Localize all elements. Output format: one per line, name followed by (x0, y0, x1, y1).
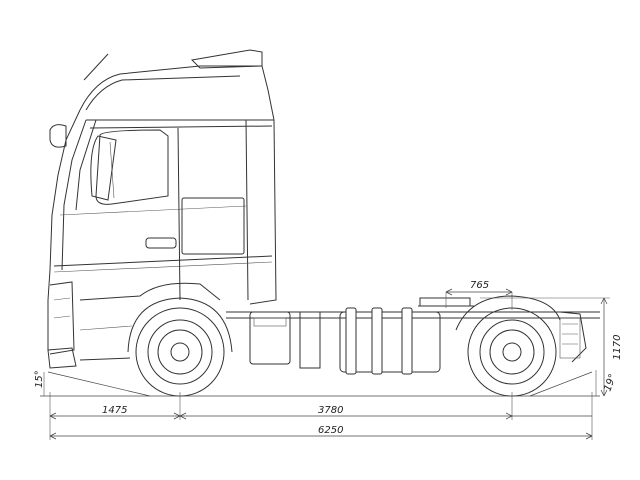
dim-label-1475: 1475 (102, 405, 127, 416)
dim-label-1170: 1170 (612, 335, 623, 360)
dim-label-3780: 3780 (318, 405, 343, 416)
front-wheel (127, 297, 233, 397)
dim-label-6250: 6250 (318, 425, 343, 436)
dim-label-departure-angle: 19° (602, 373, 618, 393)
dim-label-approach-angle: 15° (34, 370, 45, 388)
dimension-lines (49, 288, 610, 440)
chassis (226, 295, 600, 375)
dim-label-765: 765 (470, 280, 489, 291)
cab (47, 49, 277, 369)
ground-and-angles (40, 370, 600, 397)
rear-wheel (467, 307, 557, 397)
